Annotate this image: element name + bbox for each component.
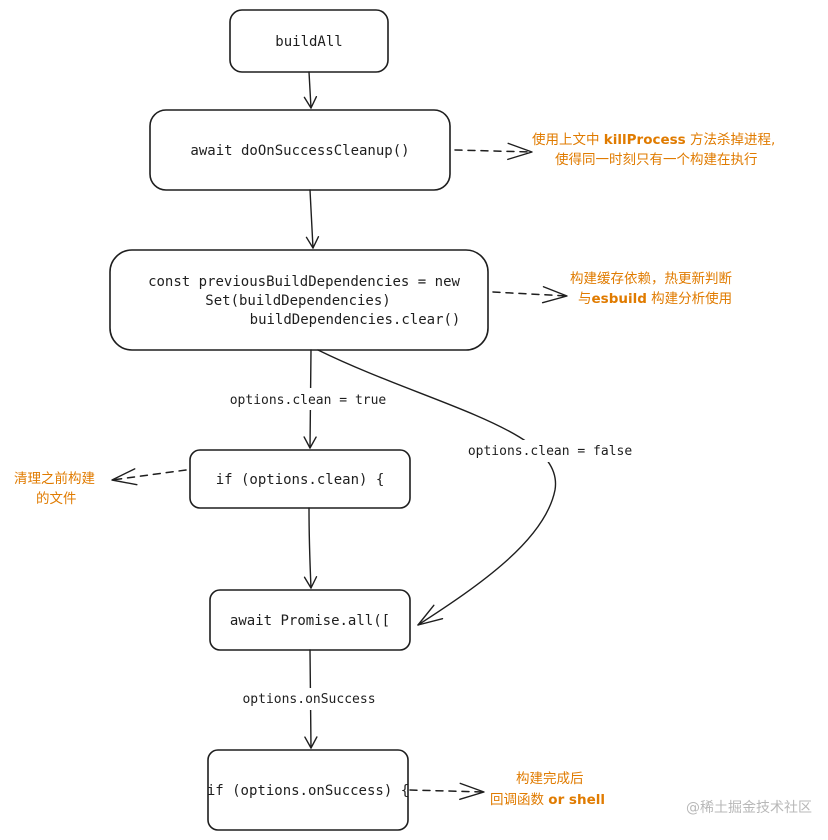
node-build-all: buildAll [229,9,389,73]
arrow-clean-false [317,349,557,626]
edge-label-clean-true: options.clean = true [230,393,387,408]
note-deps-text-c: 构建分析使用 [647,290,732,307]
note-cleanup-line2: 使得同一时刻只有一个构建在执行 [555,151,758,168]
watermark: @稀土掘金技术社区 [686,800,812,816]
node-promise-all: await Promise.all([ [209,589,411,651]
node-if-clean-label: if (options.clean) { [216,472,385,488]
node-if-success: if (options.onSuccess) { [207,749,409,831]
node-build-all-label: buildAll [275,34,342,50]
node-cleanup: await doOnSuccessCleanup() [149,109,451,191]
note-cleanup-text-c: 方法杀掉进程, [686,132,776,148]
node-dependencies-line1: const previousBuildDependencies = new [148,274,460,290]
note-success: 构建完成后 回调函数 or shell [490,771,605,808]
note-cleanup: 使用上文中 killProcess 方法杀掉进程, 使得同一时刻只有一个构建在执… [532,131,775,168]
edge-label-bg [224,388,392,410]
node-if-clean: if (options.clean) { [189,449,411,509]
dashed-arrow-cleanup-note [454,142,533,161]
edge-label-bg [464,440,636,462]
note-deps-line1: 构建缓存依赖，热更新判断 [570,271,732,287]
node-dependencies-line2: Set(buildDependencies) [205,293,390,309]
node-dependencies-line3: buildDependencies.clear() [250,312,461,328]
note-cleanup-killprocess: killProcess [604,132,686,148]
note-success-text-a: 回调函数 [490,792,548,808]
dashed-arrow-clean-note [111,468,187,486]
note-cleanup-text-a: 使用上文中 [532,131,604,148]
arrow-if-clean-to-promise-all [303,507,318,589]
edge-label-on-success: options.onSuccess [242,692,375,707]
note-dependencies: 构建缓存依赖，热更新判断 与esbuild 构建分析使用 [570,271,732,307]
note-success-line1: 构建完成后 [516,771,584,787]
node-promise-all-label: await Promise.all([ [230,613,390,629]
svg-text:使用上文中 killProcess 方法杀掉进程,: 使用上文中 killProcess 方法杀掉进程, [532,131,775,148]
note-clean-line1: 清理之前构建 [14,470,95,487]
dashed-arrow-success-note [409,782,485,801]
node-if-success-label: if (options.onSuccess) { [207,783,409,799]
node-dependencies: const previousBuildDependencies = new Se… [109,249,489,351]
edge-label-bg [238,688,380,710]
svg-text:与esbuild 构建分析使用: 与esbuild 构建分析使用 [578,290,732,307]
arrow-cleanup-to-dependencies [305,189,320,249]
svg-text:回调函数 or shell: 回调函数 or shell [490,792,605,808]
note-clean-line2: 的文件 [36,491,77,507]
arrow-buildall-to-cleanup [303,71,318,109]
note-clean: 清理之前构建 的文件 [14,470,95,507]
edge-label-clean-false: options.clean = false [468,444,633,459]
note-deps-esbuild: esbuild [592,291,647,307]
node-cleanup-label: await doOnSuccessCleanup() [190,143,409,159]
note-success-shell: or shell [548,792,605,808]
dashed-arrow-deps-note [492,286,568,304]
note-deps-text-a: 与 [578,291,592,307]
